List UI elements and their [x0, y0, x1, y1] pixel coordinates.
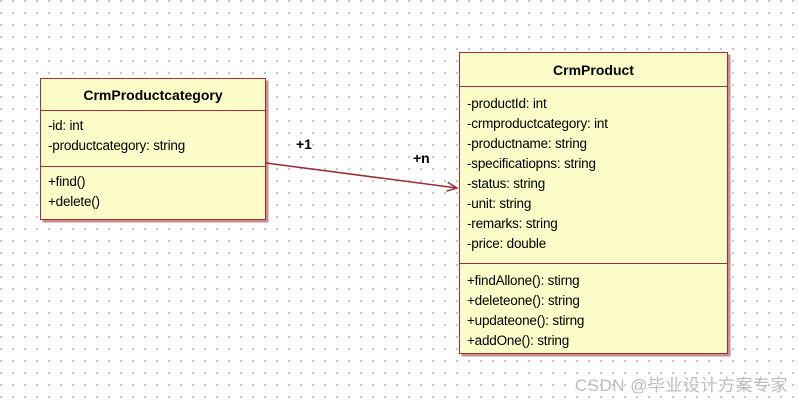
method-row: +find() — [48, 174, 86, 189]
multiplicity-target-label: +n — [413, 150, 430, 166]
attribute-row: -productname: string — [467, 136, 587, 151]
attribute-row: -crmproductcategory: int — [467, 116, 608, 131]
attribute-row: -id: int — [48, 118, 84, 133]
attribute-row: -remarks: string — [467, 216, 558, 231]
method-row: +findAllone(): stirng — [467, 273, 580, 288]
attribute-row: -productcategory: string — [48, 138, 186, 153]
methods-compartment: +findAllone(): stirng +deleteone(): stri… — [460, 264, 727, 353]
method-row: +updateone(): stirng — [467, 313, 585, 328]
method-row: +delete() — [48, 194, 100, 209]
class-name: CrmProduct — [460, 53, 727, 87]
multiplicity-source-label: +1 — [296, 136, 312, 152]
methods-compartment: +find() +delete() — [41, 167, 265, 214]
attribute-row: -price: double — [467, 236, 546, 251]
attribute-row: -status: string — [467, 176, 546, 191]
method-row: +deleteone(): string — [467, 293, 580, 308]
attributes-compartment: -productId: int -crmproductcategory: int… — [460, 87, 727, 264]
class-box-crmproduct[interactable]: CrmProduct -productId: int -crmproductca… — [459, 52, 728, 354]
attribute-row: -unit: string — [467, 196, 532, 211]
watermark: CSDN @毕业设计方案专家 — [574, 376, 788, 395]
attribute-row: -productId: int — [467, 96, 547, 111]
attribute-row: -specificatiopns: string — [467, 156, 596, 171]
association-line[interactable] — [265, 162, 457, 188]
method-row: +addOne(): string — [467, 333, 570, 348]
class-box-crmproductcategory[interactable]: CrmProductcategory -id: int -productcate… — [40, 78, 266, 220]
attributes-compartment: -id: int -productcategory: string — [41, 111, 265, 167]
class-name: CrmProductcategory — [41, 79, 265, 111]
